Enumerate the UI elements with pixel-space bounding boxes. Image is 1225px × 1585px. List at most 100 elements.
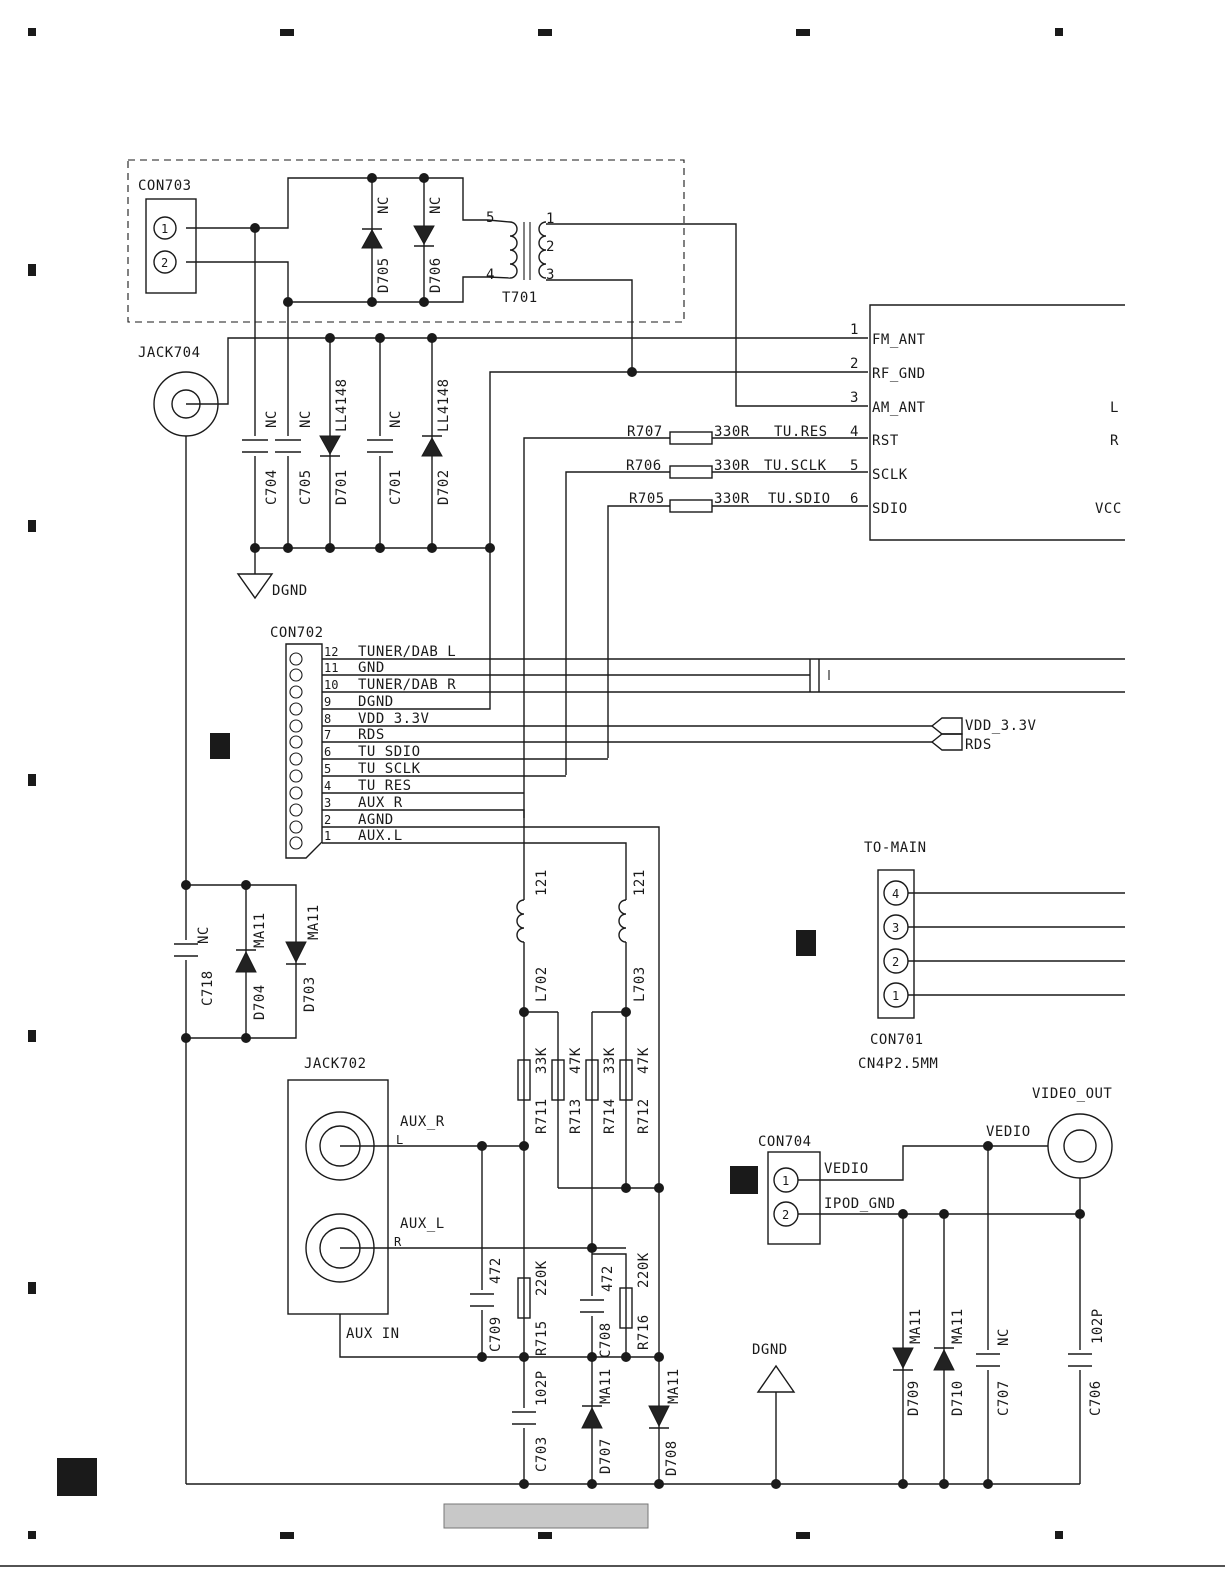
label-module_pins-4-name: SCLK [872, 467, 908, 483]
label-components-D710-value: MA11 [950, 1308, 966, 1344]
label-components-D703-ref: D703 [302, 976, 318, 1012]
label-con702_pins-8-name: TU RES [358, 778, 412, 794]
label-con701_pins-3: 1 [892, 989, 899, 1003]
label-components-L703-value: 121 [632, 869, 648, 896]
label-labels-jack_r: R [394, 1235, 402, 1249]
label-components-D709-ref: D709 [906, 1380, 922, 1416]
label-con702_pins-10-name: AGND [358, 812, 394, 828]
diode-d703-icon [285, 941, 307, 964]
label-components-R716-ref: R716 [636, 1314, 652, 1350]
registration-marks [0, 28, 1225, 1567]
label-con702_pins-9-num: 3 [324, 796, 331, 810]
label-components-R712-value: 47K [636, 1047, 652, 1074]
label-module_pins-3-name: RST [872, 433, 899, 449]
label-con702_pins-3-name: DGND [358, 694, 394, 710]
label-con702_pins-3-num: 9 [324, 695, 331, 709]
ground-icon [236, 573, 274, 600]
ground-rail [186, 1479, 1080, 1489]
label-components-D704-value: MA11 [252, 912, 268, 948]
label-module_pins-5-num: 6 [850, 491, 859, 507]
jack704-protection: NC C718 MA11 D704 MA11 D703 [170, 880, 322, 1043]
label-components-D702-value: LL4148 [436, 378, 452, 432]
label-con702_pins-8-num: 4 [324, 779, 331, 793]
label-tuner_resistors-1-net: TU.SCLK [764, 458, 827, 474]
label-components-D705-value: NC [376, 196, 392, 214]
label-labels-vdd_tag: VDD_3.3V [965, 718, 1037, 734]
label-con702_pins-4-name: VDD 3.3V [358, 711, 430, 727]
label-components-R712-ref: R712 [636, 1098, 652, 1134]
label-components-D707-value: MA11 [598, 1368, 614, 1404]
label-components-D705-ref: D705 [376, 257, 392, 293]
label-components-R716-value: 220K [636, 1252, 652, 1288]
label-con703_pins-1: 2 [161, 256, 168, 270]
label-transformer_pins-3: 2 [546, 239, 555, 255]
label-components-D708-value: MA11 [666, 1368, 682, 1404]
label-components-R714-value: 33K [602, 1047, 618, 1074]
label-con702_pins-11-num: 1 [324, 829, 331, 843]
ground-icon [756, 1364, 796, 1393]
diode-d702-icon [421, 436, 443, 457]
label-con702_pins-2-num: 10 [324, 678, 338, 692]
label-con702_pins-0-name: TUNER/DAB L [358, 644, 456, 660]
diode-d705-icon [361, 228, 383, 249]
label-labels-con704: CON704 [758, 1134, 812, 1150]
con701: TO-MAIN 4 3 2 1 CON701 CN4P2.5MM [858, 840, 1125, 1072]
label-labels-jack704: JACK704 [138, 345, 201, 361]
label-components-C707-value: NC [996, 1328, 1012, 1346]
label-module_pins-0-num: 1 [850, 322, 859, 338]
label-components-L702-ref: L702 [534, 966, 550, 1002]
label-labels-vedio: VEDIO [986, 1124, 1031, 1140]
label-labels-video_out: VIDEO_OUT [1032, 1086, 1112, 1102]
label-con704_pins-0: 1 [782, 1174, 789, 1188]
label-tuner_resistors-1-value: 330R [714, 458, 750, 474]
label-components-R711-value: 33K [534, 1047, 550, 1074]
label-module_pins-4-num: 5 [850, 458, 859, 474]
label-components-C703-ref: C703 [534, 1436, 550, 1472]
label-con702_pins-0-num: 12 [324, 645, 338, 659]
label-labels-dgnd: DGND [752, 1342, 788, 1358]
label-module_pins-5-name: SDIO [872, 501, 908, 517]
con703-connector [145, 198, 197, 294]
label-tuner_resistors-2-ref: R705 [629, 491, 665, 507]
label-labels-jack_l: L [396, 1133, 403, 1147]
diode-d706-icon [413, 225, 435, 246]
label-components-D707-ref: D707 [598, 1438, 614, 1474]
label-components-D701-ref: D701 [334, 469, 350, 505]
label-components-C705-ref: C705 [298, 469, 314, 505]
label-components-D701-value: LL4148 [334, 378, 350, 432]
label-components-C701-value: NC [388, 410, 404, 428]
label-components-C709-ref: C709 [488, 1316, 504, 1352]
label-tuner_resistors-0-net: TU.RES [774, 424, 828, 440]
label-tuner_resistors-0-ref: R707 [627, 424, 663, 440]
label-components-L703-ref: L703 [632, 966, 648, 1002]
transformer-t701-icon [487, 219, 547, 280]
diode-d709-icon [892, 1347, 914, 1370]
label-transformer_pins-4: 3 [546, 267, 555, 283]
label-components-C718-value: NC [196, 926, 212, 944]
video-section: VIDEO_OUT VEDIO CON704 1 2 VEDIO IPOD_GN… [752, 1086, 1113, 1484]
label-components-R713-ref: R713 [568, 1098, 584, 1134]
antenna-protection: NC C704 NC C705 LL4148 D701 NC C701 LL41… [236, 228, 495, 600]
label-components-C709-value: 472 [488, 1257, 504, 1284]
label-components-D706-ref: D706 [428, 257, 444, 293]
jack702-body [287, 1079, 389, 1315]
label-components-R711-ref: R711 [534, 1098, 550, 1134]
page-footer-bar [443, 1503, 649, 1529]
offpage-tags: VDD_3.3V RDS [930, 717, 1037, 753]
label-con702_pins-10-num: 2 [324, 813, 331, 827]
label-con702_pins-1-num: 11 [324, 661, 338, 675]
diode-d710-icon [933, 1348, 955, 1371]
label-labels-con701: CON701 [870, 1032, 924, 1048]
antenna-block: CON703 1 2 NC D705 NC D706 [127, 159, 685, 323]
page-corner-block [57, 1458, 97, 1496]
label-components-C704-value: NC [264, 410, 280, 428]
label-labels-to_main: TO-MAIN [864, 840, 927, 856]
label-con702_pins-6-name: TU SDIO [358, 744, 421, 760]
diode-d708-icon [648, 1405, 670, 1428]
label-transformer_pins-1: 4 [486, 267, 495, 283]
label-tuner_resistors-2-value: 330R [714, 491, 750, 507]
label-con702_pins-5-name: RDS [358, 727, 385, 743]
